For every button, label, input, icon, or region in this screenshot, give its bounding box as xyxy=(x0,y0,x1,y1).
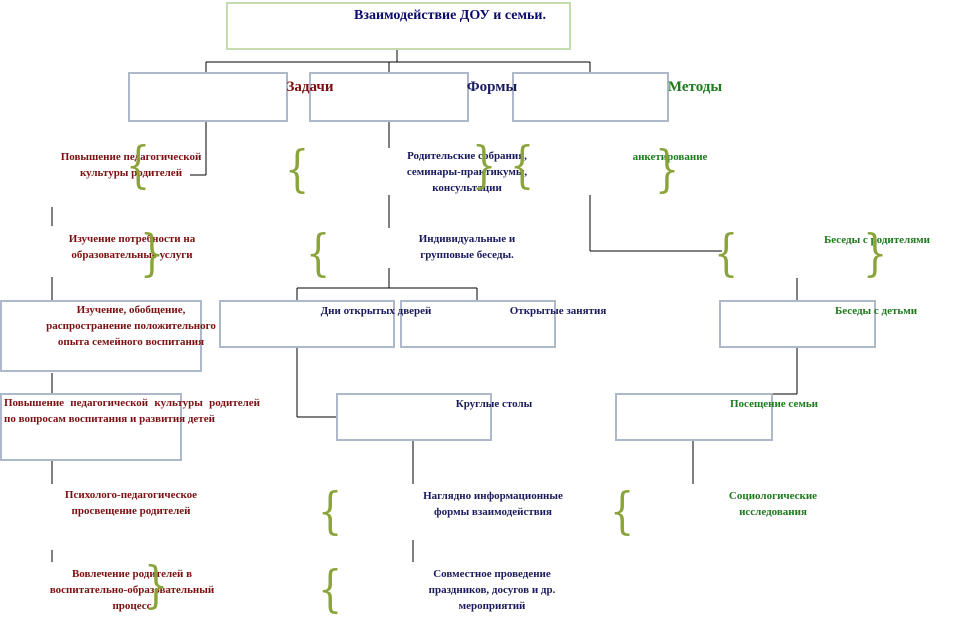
form-item: Родительские собрания, семинары-практику… xyxy=(406,150,528,194)
task-item: Повышение педагогической культуры родите… xyxy=(60,151,202,179)
right-brace-icon: } xyxy=(655,140,680,198)
method-item: Социологические исследования xyxy=(728,490,818,518)
form-item: Наглядно информационные формы взаимодейс… xyxy=(423,490,563,518)
task-item: Изучение, обобщение, распространение пол… xyxy=(46,304,216,348)
forms-header: Формы xyxy=(466,79,518,95)
tasks-header-box xyxy=(128,72,288,122)
left-brace-icon: { xyxy=(610,482,635,540)
left-brace-icon: { xyxy=(318,560,343,618)
form-item: Совместное проведение праздников, досуго… xyxy=(428,568,556,612)
form-box xyxy=(219,300,395,348)
left-brace-icon: { xyxy=(318,482,343,540)
method-box xyxy=(719,300,876,348)
right-brace-icon: } xyxy=(144,556,169,614)
form-item: Индивидуальные и групповые беседы. xyxy=(418,233,516,261)
form-item: Дни открытых дверей xyxy=(320,305,432,317)
left-brace-icon: { xyxy=(126,136,151,194)
task-item: Изучение потребности на образовательные … xyxy=(68,233,196,261)
right-brace-icon: } xyxy=(863,224,888,282)
method-item: Посещение семьи xyxy=(730,398,818,410)
form-box xyxy=(336,393,492,441)
task-box xyxy=(0,393,182,461)
task-item: Вовлечение родителей в воспитательно-обр… xyxy=(49,568,215,612)
method-item: Беседы с родителями xyxy=(823,234,931,246)
form-item: Круглые столы xyxy=(455,398,533,410)
left-brace-icon: { xyxy=(510,136,535,194)
title-box xyxy=(226,2,571,50)
left-brace-icon: { xyxy=(285,140,310,198)
task-box xyxy=(0,300,202,372)
diagram-title: Взаимодействие ДОУ и семьи. xyxy=(354,8,546,23)
right-brace-icon: } xyxy=(140,224,165,282)
methods-header: Методы xyxy=(667,79,723,95)
methods-header-box xyxy=(512,72,669,122)
method-item: анкетирование xyxy=(632,151,708,163)
form-box xyxy=(400,300,556,348)
tasks-header: Задачи xyxy=(286,79,334,95)
task-item: Повышение педагогической культуры родите… xyxy=(4,397,260,425)
forms-header-box xyxy=(309,72,469,122)
method-box xyxy=(615,393,773,441)
left-brace-icon: { xyxy=(714,224,739,282)
left-brace-icon: { xyxy=(306,224,331,282)
task-item: Психолого-педагогическое просвещение род… xyxy=(64,489,198,517)
right-brace-icon: } xyxy=(472,136,497,194)
form-item: Открытые занятия xyxy=(509,305,607,317)
method-item: Беседы с детьми xyxy=(834,305,918,317)
